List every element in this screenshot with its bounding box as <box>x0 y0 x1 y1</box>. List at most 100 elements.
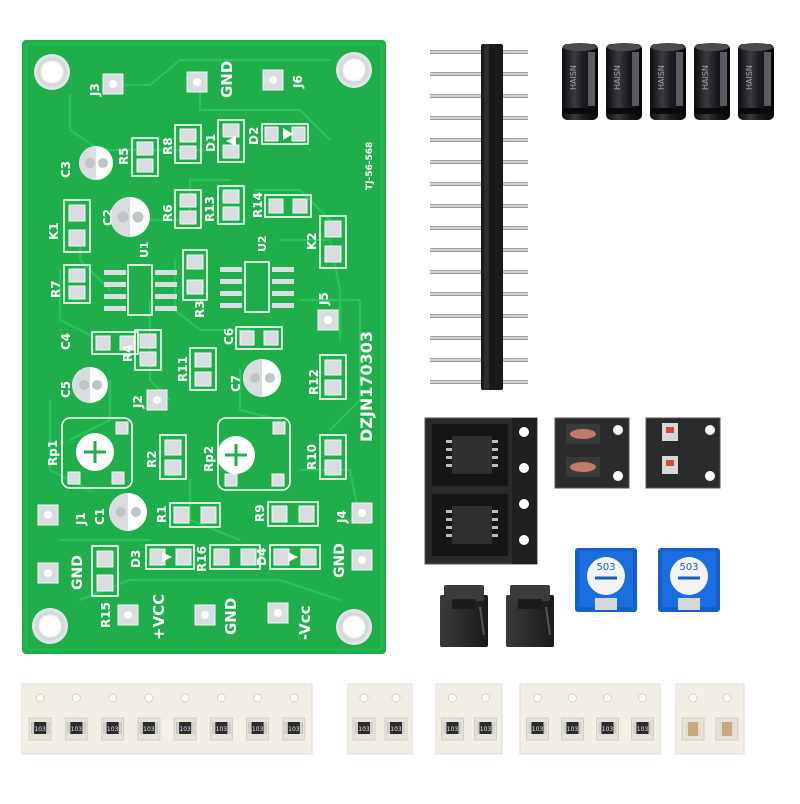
svg-text:103: 103 <box>34 726 46 733</box>
label-r10: R10 <box>305 444 319 470</box>
label-c4: C4 <box>59 333 73 350</box>
electrolytic-capacitor: HAISN <box>562 43 598 349</box>
diode-marks <box>162 128 298 562</box>
header-pin <box>430 336 528 340</box>
smd-pads <box>63 119 347 597</box>
chip-resistor: 103 <box>563 722 582 734</box>
header-pin <box>430 72 528 76</box>
label-k1: K1 <box>47 222 61 240</box>
label-gnd-left: GND <box>70 555 86 590</box>
svg-text:103: 103 <box>288 726 300 733</box>
header-pin <box>430 116 528 120</box>
component-tape-strip: 103 103 <box>347 683 413 755</box>
cap-footprints <box>72 146 281 531</box>
label-d2: D2 <box>247 127 261 145</box>
header-pin <box>430 226 528 230</box>
label-r14: R14 <box>251 192 265 218</box>
label-rp1: Rp1 <box>46 440 60 466</box>
label-rp2: Rp2 <box>202 446 216 472</box>
diodes-tape <box>554 417 721 489</box>
label-gnd-top: GND <box>218 61 236 98</box>
label-r8: R8 <box>161 137 175 155</box>
trimpot-footprints <box>61 417 291 491</box>
label-gnd-bottom: GND <box>222 598 240 635</box>
svg-text:103: 103 <box>637 726 649 733</box>
chip-resistor: 103 <box>139 722 158 734</box>
label-r1: R1 <box>155 505 169 523</box>
chip-resistor: 103 <box>284 722 303 734</box>
header-pin <box>430 138 528 142</box>
trimpot: 503 <box>658 548 720 612</box>
svg-text:103: 103 <box>480 726 492 733</box>
label-j6: J6 <box>291 75 305 89</box>
svg-text:103: 103 <box>216 726 228 733</box>
header-pin <box>430 380 528 384</box>
board-code-small: TJ-56-568 <box>365 142 375 190</box>
electrolytic-capacitor: HAISN <box>650 43 686 349</box>
label-k2: K2 <box>305 232 319 250</box>
label-r5: R5 <box>117 147 131 165</box>
label-u1: U1 <box>138 241 151 258</box>
label-c3: C3 <box>59 161 73 178</box>
svg-text:103: 103 <box>71 726 83 733</box>
jumper-caps <box>440 585 554 647</box>
label-r7: R7 <box>49 280 63 298</box>
pin-pads <box>37 69 373 626</box>
capacitor-sleeve-text: HAISN <box>569 65 578 90</box>
soic-chip <box>446 436 498 474</box>
header-pin <box>430 160 528 164</box>
pcb-board: J3 GND J6 C3 R5 R8 D1 D2 TJ-56-568 K1 C2… <box>22 40 386 654</box>
header-pin <box>430 248 528 252</box>
svg-text:103: 103 <box>390 726 402 733</box>
header-pin <box>430 358 528 362</box>
svg-text:103: 103 <box>179 726 191 733</box>
label-r2: R2 <box>145 450 159 468</box>
electrolytic-capacitor: HAISN <box>694 43 730 349</box>
label-vcc-pos: +VCC <box>150 594 168 640</box>
trimpot-code: 503 <box>679 562 698 573</box>
label-r6: R6 <box>161 204 175 222</box>
label-c6: C6 <box>222 328 236 345</box>
header-pin <box>430 94 528 98</box>
chip-resistor: 103 <box>355 722 373 734</box>
label-r13: R13 <box>203 196 217 222</box>
chip-resistor: 103 <box>476 722 495 734</box>
label-c7: C7 <box>229 375 243 392</box>
chip-resistor: 103 <box>67 722 86 734</box>
label-j4: J4 <box>335 510 349 524</box>
svg-text:103: 103 <box>143 726 155 733</box>
chip-resistor: 103 <box>212 722 231 734</box>
board-code-vertical: DZJN170303 <box>357 331 376 442</box>
label-d1: D1 <box>204 134 218 152</box>
capacitor-sleeve-text: HAISN <box>745 65 754 90</box>
label-c5: C5 <box>59 381 73 398</box>
header-pin <box>430 204 528 208</box>
chip-resistor: 103 <box>387 722 405 734</box>
label-j2: J2 <box>131 395 145 409</box>
label-r12: R12 <box>307 369 321 395</box>
label-c1: C1 <box>93 508 107 525</box>
component-tape-strip: 103 103 103 103 <box>519 683 661 755</box>
chip-resistor: 103 <box>176 722 195 734</box>
label-j1: J1 <box>74 512 88 526</box>
svg-text:103: 103 <box>358 726 370 733</box>
label-r15: R15 <box>99 602 113 628</box>
label-r11: R11 <box>176 356 190 382</box>
header-pin <box>430 270 528 274</box>
silkscreen-labels: J3 GND J6 C3 R5 R8 D1 D2 TJ-56-568 K1 C2… <box>46 61 376 640</box>
label-r9: R9 <box>253 504 267 522</box>
trimpot-code: 503 <box>596 562 615 573</box>
pin-header <box>430 44 528 390</box>
chip-resistor: 103 <box>633 722 652 734</box>
chip-resistor: 103 <box>528 722 547 734</box>
ic-footprints <box>104 261 294 316</box>
mounting-holes <box>32 52 372 645</box>
chip-resistor: 103 <box>598 722 617 734</box>
svg-text:103: 103 <box>107 726 119 733</box>
header-pin <box>430 314 528 318</box>
electrolytic-capacitor: HAISN <box>606 43 642 349</box>
svg-text:103: 103 <box>532 726 544 733</box>
